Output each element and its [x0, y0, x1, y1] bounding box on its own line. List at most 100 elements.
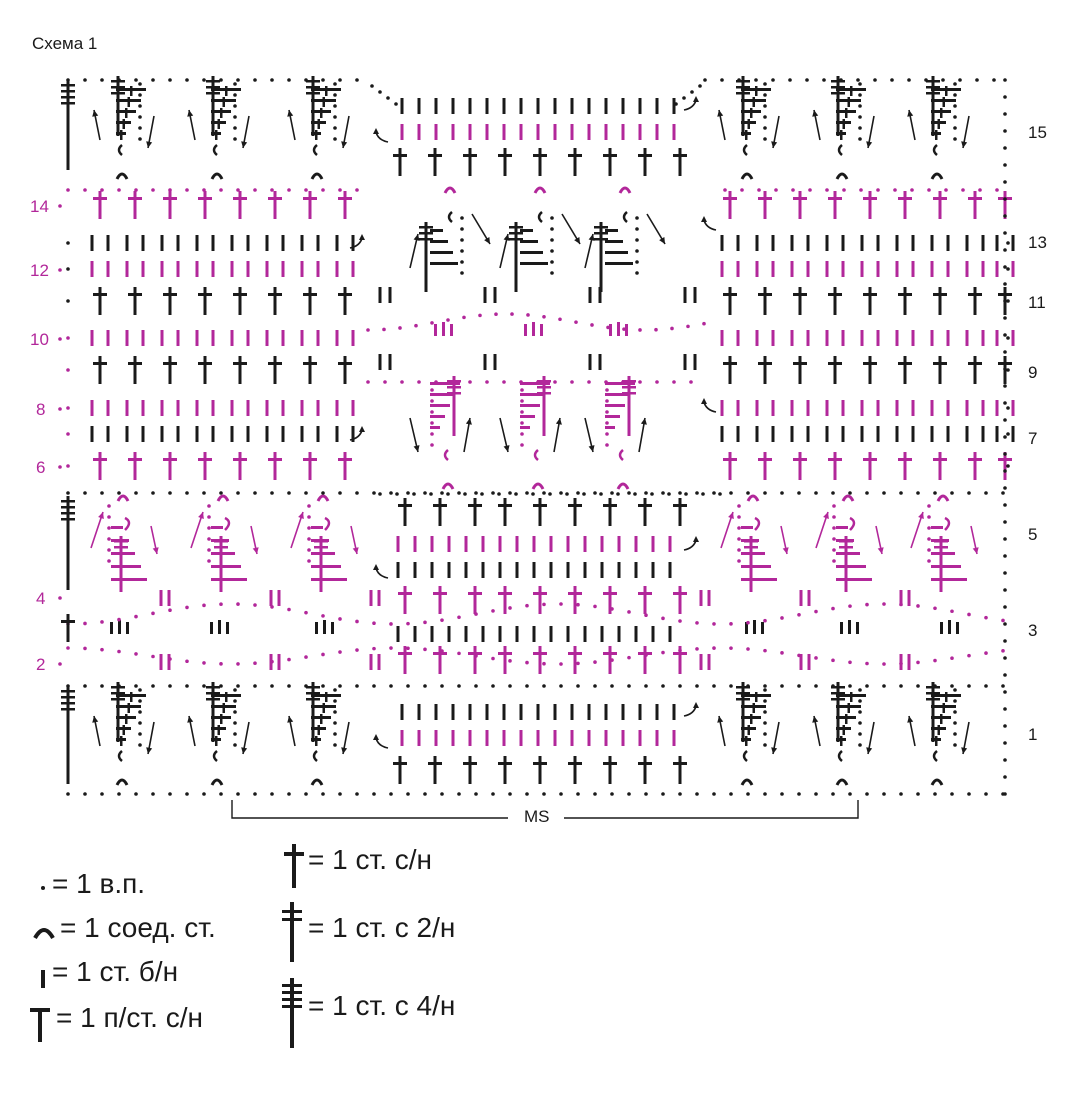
single-crochet — [396, 536, 400, 552]
chain-dot — [253, 491, 257, 495]
chain-dot — [763, 115, 767, 119]
single-crochet — [638, 704, 642, 720]
double-crochet — [973, 287, 977, 315]
fan-bar — [331, 622, 334, 634]
shell-post — [840, 736, 843, 746]
arrow-head — [341, 141, 348, 148]
chain-dot — [138, 115, 142, 119]
chain-dot — [553, 380, 557, 384]
chain-dot — [542, 314, 546, 319]
single-crochet — [668, 626, 672, 642]
single-crochet — [553, 730, 557, 746]
arrow-head — [146, 747, 153, 754]
chain-dot — [757, 188, 761, 192]
chain-dot — [66, 368, 70, 372]
arrow-head — [252, 547, 259, 554]
double-crochet — [343, 287, 347, 315]
chain-dot — [550, 271, 554, 275]
double-crochet — [1003, 191, 1007, 219]
single-crochet — [806, 426, 810, 442]
arrow-head — [918, 512, 924, 519]
chain-dot — [832, 515, 836, 519]
fan-bar — [856, 622, 859, 634]
chain-dot — [558, 317, 562, 322]
single-crochet — [176, 235, 180, 251]
chain-dot — [233, 721, 237, 725]
shell-hook — [224, 516, 231, 531]
chain-dot — [737, 78, 741, 82]
chain-dot — [394, 102, 398, 106]
single-crochet — [141, 400, 145, 416]
tall-stitch-bar — [622, 380, 636, 383]
single-crochet — [195, 426, 199, 442]
shell-bar — [605, 404, 625, 407]
treble-2-yo-icon — [282, 902, 302, 962]
arrow-head — [659, 237, 665, 244]
row-label-left: 6 — [36, 458, 45, 477]
double-crochet — [1003, 452, 1007, 480]
chain-dot — [107, 526, 111, 530]
double-crochet — [903, 356, 907, 384]
single-crochet — [316, 426, 320, 442]
chain-dot — [460, 216, 464, 220]
chain-dot — [644, 792, 648, 796]
arrow-head — [907, 110, 914, 117]
chain-dot — [333, 710, 337, 714]
tall-stitch-bar — [419, 238, 433, 241]
single-crochet — [468, 124, 472, 140]
chain-dot — [550, 216, 554, 220]
chain-dot — [83, 646, 87, 651]
single-crochet — [771, 330, 775, 346]
arrow-head — [503, 445, 510, 452]
shell-post — [942, 97, 945, 107]
chain-dot — [1006, 336, 1010, 340]
chain-dot — [58, 268, 62, 272]
chain-dot — [372, 491, 376, 495]
chain-dot — [372, 621, 376, 626]
chain-dot — [780, 684, 784, 688]
shell-post — [322, 97, 325, 107]
tall-stitch — [542, 376, 546, 436]
single-crochet — [549, 562, 553, 578]
single-crochet — [396, 562, 400, 578]
chain-dot — [430, 399, 434, 403]
tall-stitch-bar — [206, 80, 220, 83]
chain-dot — [270, 792, 274, 796]
shell-post — [845, 108, 848, 118]
single-crochet — [911, 400, 915, 416]
chain-dot — [831, 491, 835, 495]
chain-dot — [858, 710, 862, 714]
single-crochet — [536, 704, 540, 720]
single-crochet — [841, 261, 845, 277]
tall-stitch — [931, 682, 935, 742]
tall-stitch — [939, 536, 943, 592]
double-crochet — [938, 287, 942, 315]
fan-bar — [609, 324, 612, 336]
single-crochet — [946, 426, 950, 442]
chain-dot — [1003, 435, 1007, 439]
turn-arrow-head — [359, 234, 365, 240]
chain-dot — [858, 688, 862, 692]
shell-hook — [117, 750, 123, 762]
double-crochet — [133, 287, 137, 315]
chain-dot — [100, 188, 104, 192]
chain-dot — [355, 792, 359, 796]
tall-stitch — [741, 682, 745, 742]
chain-dot — [780, 616, 784, 620]
single-crochet — [246, 235, 250, 251]
slip-stitch — [616, 482, 630, 490]
double-crochet-bar — [398, 504, 412, 507]
chain-dot — [916, 604, 920, 608]
single-crochet — [417, 98, 421, 114]
shell-hook — [443, 449, 449, 461]
single-crochet — [672, 124, 676, 140]
single-crochet-bar-icon — [41, 970, 45, 988]
single-crochet — [720, 426, 724, 442]
chain-dot — [763, 743, 767, 747]
single-crochet — [246, 426, 250, 442]
chain-dot — [899, 684, 903, 688]
chain-dot — [389, 646, 393, 650]
single-crochet — [230, 235, 234, 251]
chain-dot — [520, 399, 524, 403]
legend-double-crochet-text: = 1 ст. с/н — [308, 844, 433, 875]
